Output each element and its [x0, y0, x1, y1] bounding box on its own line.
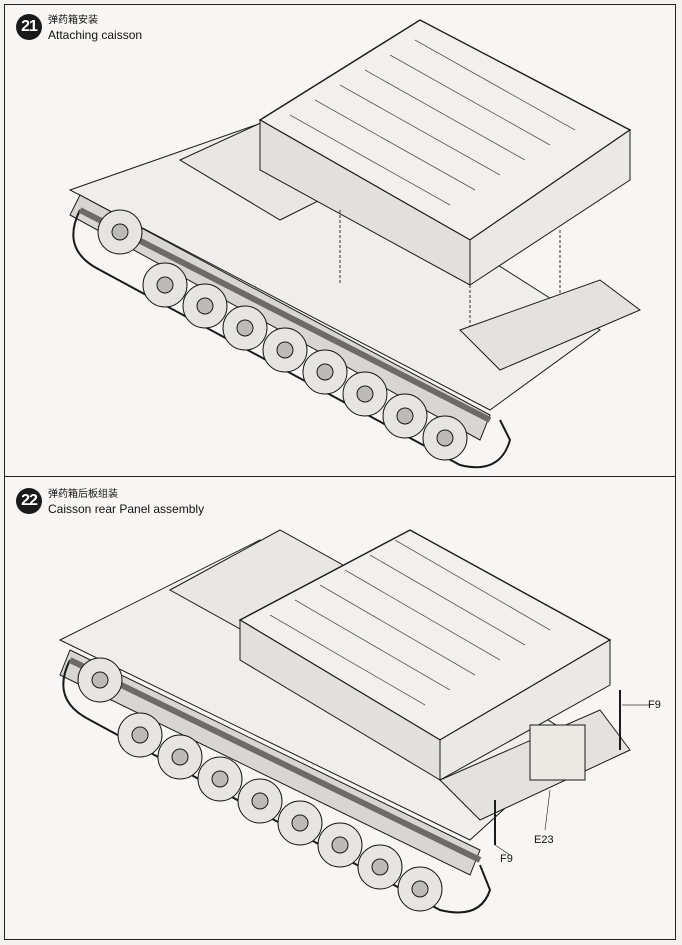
step-divider [4, 476, 676, 477]
step-22-title-cn: 弹药箱后板组装 [48, 489, 118, 500]
step-22-number: 22 [16, 488, 42, 514]
step-21-number: 21 [16, 14, 42, 40]
step-22-header: 22 弹药箱后板组装 Caisson rear Panel assembly [16, 488, 204, 516]
callout-e23: E23 [534, 834, 554, 846]
callout-f9-bottom: F9 [500, 853, 513, 865]
step-21-title-en: Attaching caisson [48, 28, 143, 42]
step-21-header: 21 弹药箱安装 Attaching caisson [16, 14, 142, 42]
step-21-title-cn: 弹药箱安装 [48, 15, 98, 26]
callout-f9-top: F9 [648, 699, 661, 711]
step-22-title-en: Caisson rear Panel assembly [48, 502, 205, 516]
step-21-illustration [68, 19, 641, 469]
step-22-illustration [58, 529, 650, 914]
